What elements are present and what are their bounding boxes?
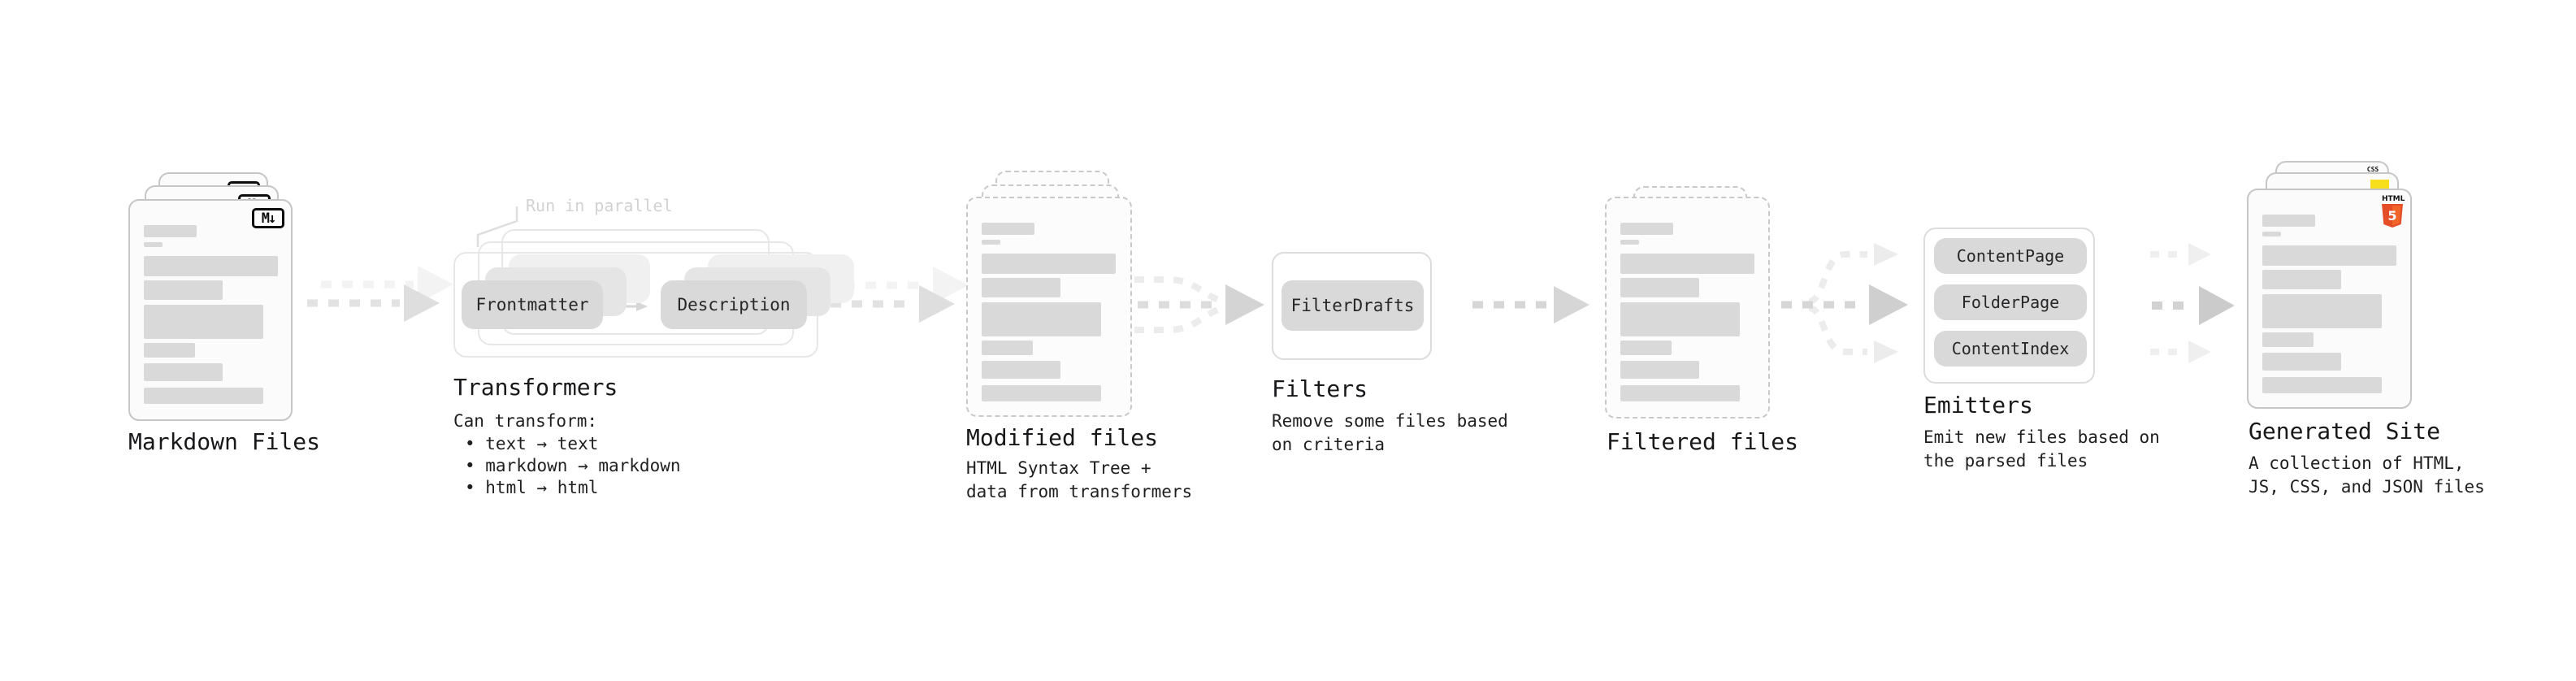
placeholder-line (2262, 245, 2396, 266)
contentpage-pill: ContentPage (1934, 238, 2087, 274)
generated-site-caption: A collection of HTML, JS, CSS, and JSON … (2249, 453, 2485, 497)
description-pill: Description (661, 280, 807, 329)
markdown-files-label: Markdown Files (128, 428, 321, 455)
placeholder-line (1620, 302, 1740, 336)
placeholder-line (144, 343, 195, 358)
placeholder-line (1620, 340, 1672, 355)
folderpage-pill: FolderPage (1934, 284, 2087, 320)
placeholder-line (144, 242, 163, 247)
placeholder-line (982, 340, 1033, 355)
modified-files-caption: HTML Syntax Tree + data from transformer… (966, 458, 1193, 501)
contentindex-pill: ContentIndex (1934, 331, 2087, 367)
placeholder-line (2262, 232, 2281, 236)
arrow-markdown-to-transformers (307, 266, 453, 322)
placeholder-line (982, 240, 1000, 245)
svg-text:5: 5 (2387, 208, 2396, 223)
arrow-emitters-to-site (2150, 243, 2235, 363)
placeholder-line (2262, 353, 2341, 371)
placeholder-line (144, 388, 263, 404)
arrow-transformers-to-modified (830, 267, 969, 323)
placeholder-line (2262, 215, 2315, 227)
markdown-file-card: M↓ (128, 199, 293, 421)
filterdrafts-pill: FilterDrafts (1281, 280, 1424, 331)
js-badge-icon (2370, 180, 2389, 190)
placeholder-line (144, 305, 263, 339)
filtered-file-card (1605, 197, 1770, 419)
placeholder-line (144, 280, 223, 300)
placeholder-line (1620, 254, 1754, 274)
placeholder-line (982, 302, 1101, 336)
placeholder-line (1620, 278, 1699, 297)
arrow-filtered-to-emitters (1781, 243, 1908, 363)
placeholder-line (982, 254, 1116, 274)
placeholder-line (1620, 240, 1639, 245)
site-file-card-html: HTML 5 (2247, 189, 2412, 409)
arrow-filters-to-filtered (1472, 286, 1589, 323)
emitters-caption: Emit new files based on the parsed files (1923, 427, 2160, 471)
transformers-bullet-markdown: • markdown → markdown (465, 456, 681, 475)
placeholder-line (2262, 377, 2382, 393)
transformers-label: Transformers (453, 374, 618, 401)
run-in-parallel-note: Run in parallel (526, 196, 673, 215)
transformers-bullet-text: • text → text (465, 434, 599, 453)
placeholder-line (1620, 223, 1673, 235)
placeholder-line (982, 223, 1034, 235)
placeholder-line (982, 361, 1060, 379)
placeholder-line (144, 363, 223, 381)
placeholder-line (1620, 385, 1740, 401)
transformers-bullet-html: • html → html (465, 478, 599, 497)
note-leader-line (476, 206, 518, 247)
placeholder-line (2262, 294, 2382, 328)
placeholder-line (1620, 361, 1699, 379)
filters-label: Filters (1272, 375, 1368, 402)
filters-caption: Remove some files based on criteria (1272, 411, 1508, 454)
arrow-modified-to-filters (1134, 276, 1264, 333)
placeholder-line (982, 278, 1060, 297)
placeholder-line (144, 225, 197, 237)
transformers-caption-title: Can transform: (453, 411, 598, 431)
placeholder-line (982, 385, 1101, 401)
frontmatter-pill: Frontmatter (462, 280, 603, 329)
html5-icon: HTML 5 (2382, 195, 2405, 228)
placeholder-line (2262, 332, 2314, 347)
emitters-label: Emitters (1923, 392, 2033, 419)
modified-file-card (966, 197, 1132, 417)
modified-files-label: Modified files (966, 424, 1159, 451)
placeholder-line (144, 256, 278, 276)
markdown-icon: M↓ (252, 208, 284, 228)
generated-site-label: Generated Site (2249, 418, 2441, 445)
filtered-files-label: Filtered files (1607, 428, 1799, 455)
placeholder-line (2262, 270, 2341, 289)
